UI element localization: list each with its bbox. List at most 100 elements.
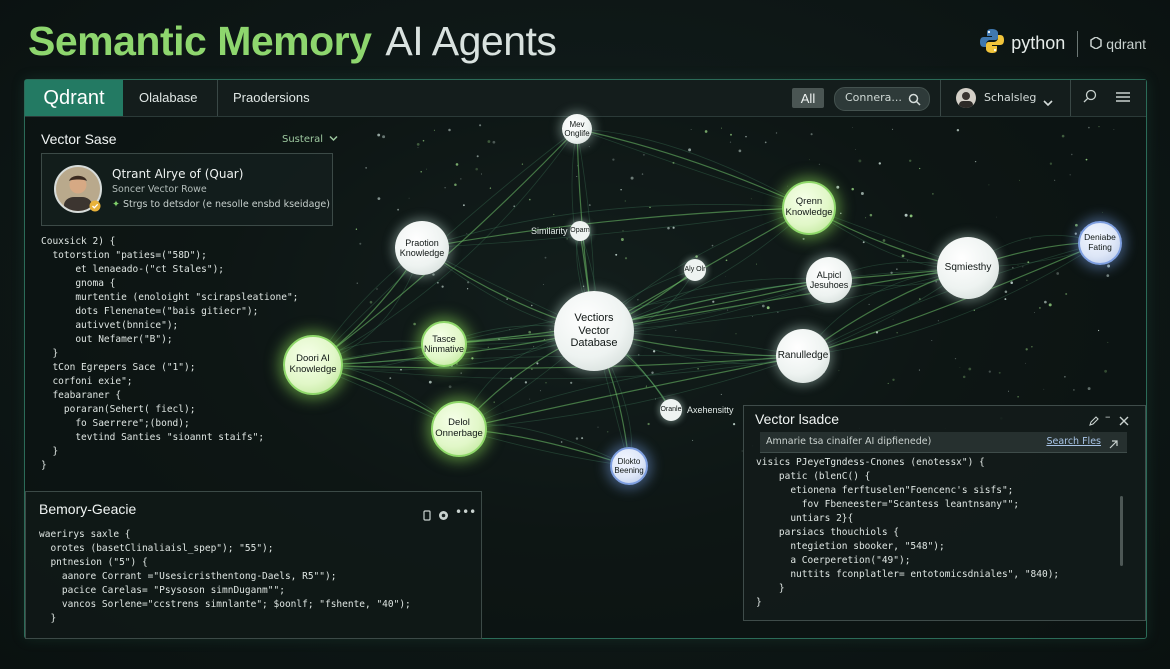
vector-search-field[interactable]: Amnarie tsa cinaifer AI dipfienede) Sear… [760,432,1127,453]
graph-node[interactable]: Ranulledge [776,329,830,383]
star-particle [397,208,399,211]
scrollbar[interactable] [1120,496,1123,566]
star-particle [688,148,692,152]
star-particle [1073,389,1075,391]
graph-edge [312,355,804,369]
star-particle [1025,362,1026,364]
star-particle [654,398,657,400]
tab-database[interactable]: Olalabase [139,90,198,105]
graph-node-center[interactable]: Vectiors Vector Database [554,291,634,371]
user-name[interactable]: Schalsleg [984,91,1037,104]
star-particle [417,147,419,149]
graph-node[interactable]: Deniabe Fating [1078,221,1122,265]
star-particle [606,430,609,433]
filter-all-button[interactable]: All [792,88,824,108]
memory-code-block: waerirys saxle { orotes (basetClinaliais… [39,528,411,626]
star-particle [901,254,905,258]
qdrant-logo[interactable]: Qdrant [25,80,123,116]
star-particle [377,133,381,137]
dash-icon[interactable]: – [1105,410,1111,423]
star-particle [1034,312,1035,313]
code-line: patic (blenC() { [756,471,871,482]
graph-node[interactable]: Mev Onglife [562,114,592,144]
star-particle [775,132,778,134]
star-particle [875,331,879,334]
close-icon[interactable] [1119,411,1129,430]
graph-node[interactable]: Delol Onnerbage [431,401,487,457]
star-particle [612,158,615,161]
graph-edge [593,267,969,332]
vector-search-value: Amnarie tsa cinaifer AI dipfienede) [766,436,932,447]
code-line: } [41,348,59,359]
graph-node[interactable]: Aly Olr [684,259,706,281]
graph-node[interactable]: Oranle [660,399,682,421]
star-particle [1012,266,1014,269]
graph-node[interactable]: Qrenn Knowledge [782,181,836,235]
graph-edge [421,207,810,249]
star-particle [509,329,511,331]
star-particle [956,128,960,132]
user-avatar[interactable] [956,88,976,108]
star-particle [1107,264,1111,268]
star-particle [1004,298,1007,301]
star-particle [356,282,359,284]
search-icon-button[interactable] [1082,89,1098,109]
star-particle [651,371,654,374]
star-particle [882,239,886,242]
graph-node[interactable]: Dlokto Beening [610,447,648,485]
tab-praodersions[interactable]: Praodersions [233,90,310,105]
graph-node[interactable]: Sqmiesthy [937,237,999,299]
left-panel-dropdown[interactable]: Susteral [282,134,338,145]
settings-icon[interactable] [438,506,449,525]
hero-title-primary: Semantic Memory [28,18,372,64]
star-particle [444,187,446,189]
star-particle [479,124,482,127]
search-input[interactable]: Connera... [834,87,930,111]
profile-card[interactable]: Qtrant Alrye of (Quar) Soncer Vector Row… [41,153,333,226]
star-particle [1069,174,1071,176]
star-particle [521,163,524,165]
star-particle [1065,292,1068,296]
star-particle [1085,158,1088,161]
chevron-down-icon[interactable] [1043,92,1053,111]
graph-node[interactable]: ALpicl Jesuhoes [806,257,852,303]
star-particle [725,276,726,277]
star-particle [1026,279,1028,281]
code-line: } [41,460,47,471]
expand-arrow-icon[interactable] [1108,435,1119,454]
code-line: Couxsick 2) { [41,236,116,247]
copy-icon[interactable] [422,506,432,525]
profile-description: ✦ Strgs to detsdor (e nesolle ensbd ksei… [112,199,330,210]
star-particle [973,309,975,311]
edit-icon[interactable] [1089,411,1099,430]
star-particle [711,244,714,247]
star-particle [420,170,422,173]
code-line: tCon Egrepers Sace ("1"); [41,362,196,373]
star-particle [750,198,752,200]
star-particle [704,130,708,133]
graph-node[interactable]: Tasce Ninmative [421,321,467,367]
star-particle [570,381,573,384]
graph-node[interactable]: Praotion Knowledge [395,221,449,275]
graph-node[interactable]: Oparn [570,221,590,241]
star-particle [667,226,670,230]
graph-edge [421,204,810,249]
qdrant-logo-icon [1090,35,1103,52]
star-particle [712,300,715,303]
profile-subtitle: Soncer Vector Rowe [112,184,207,195]
search-files-link[interactable]: Search Fles [1046,436,1101,447]
graph-edge [576,128,810,209]
star-particle [539,390,541,392]
star-particle [896,332,898,334]
star-particle [531,368,533,370]
star-particle [1017,264,1019,266]
star-particle [998,371,1001,374]
star-particle [727,309,729,311]
star-particle [1113,129,1115,131]
more-icon[interactable]: ••• [455,505,477,519]
star-particle [1102,211,1103,213]
code-line: dots Flenenate=("bais gitiecr"); [41,306,259,317]
menu-icon[interactable] [1115,89,1131,109]
graph-node[interactable]: Doori AI Knowledge [283,335,343,395]
star-particle [645,386,647,388]
